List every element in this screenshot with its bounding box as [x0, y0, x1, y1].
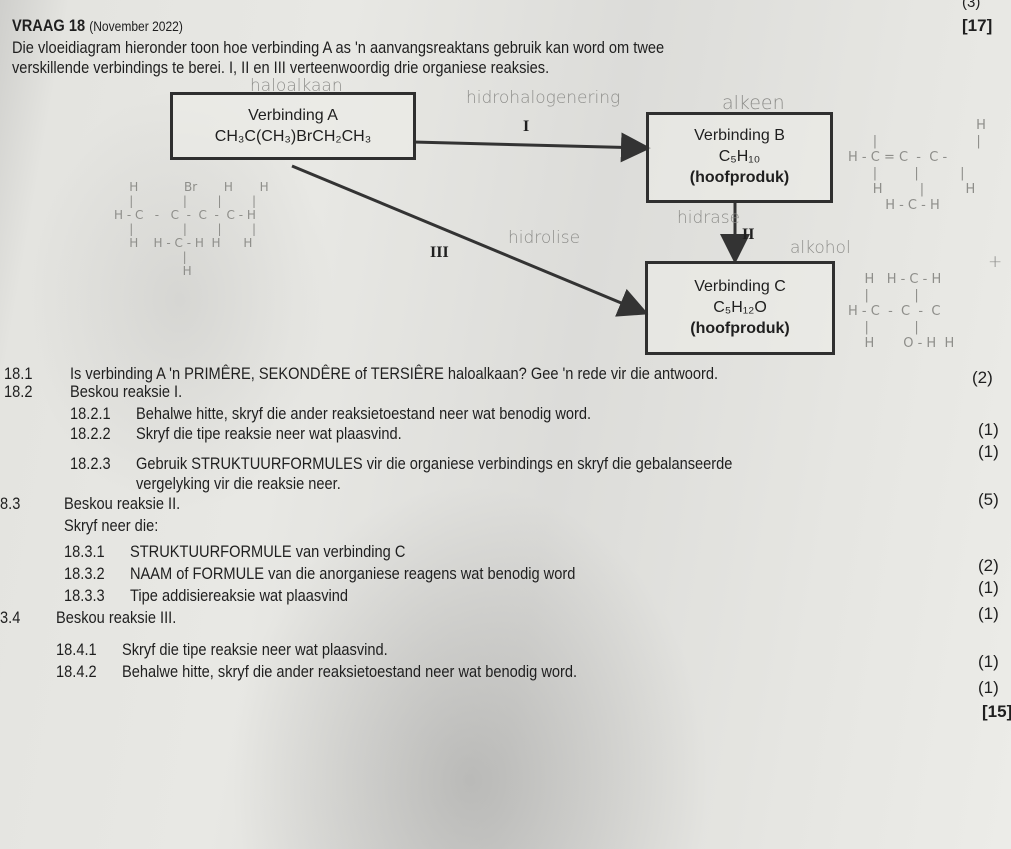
compound-a-formula: CH₃C(CH₃)BrCH₂CH₃: [214, 128, 372, 145]
question-marks: (1): [978, 604, 999, 623]
question-num: 18.2.2: [70, 424, 111, 443]
intro-line-2: verskillende verbindings te berei. I, II…: [12, 58, 550, 77]
reaction-ii-label: II: [742, 226, 755, 243]
total-marks: [17]: [962, 16, 993, 35]
compound-a-box: Verbinding A CH₃C(CH₃)BrCH₂CH₃: [170, 92, 416, 160]
question-num: 18.2: [4, 382, 33, 401]
question-marks: (1): [978, 442, 999, 461]
question-text: Gebruik STRUKTUURFORMULES vir die organi…: [136, 454, 733, 473]
handwritten-structure-b: H | | H - C = C - C - | | | H | H H - C …: [848, 118, 986, 213]
handwritten-structure-c: H H - C - H | | H - C - C - C | | H O - …: [848, 272, 955, 351]
reaction-iii-label: III: [430, 244, 449, 261]
question-num: 18.1: [4, 364, 33, 383]
question-text: Is verbinding A 'n PRIMÊRE, SEKONDÊRE of…: [70, 364, 719, 383]
handwritten-hidrolise: hidrolise: [508, 228, 581, 248]
question-marks: (1): [978, 420, 999, 439]
handwritten-haloalkaan: haloalkaan: [250, 76, 343, 96]
question-num: 18.3.1: [64, 542, 105, 561]
compound-c-box: Verbinding C C₅H₁₂O (hoofproduk): [645, 261, 835, 355]
question-marks: (1): [978, 652, 999, 671]
handwritten-alkeen: alkeen: [722, 92, 785, 114]
handwritten-alkohol: alkohol: [790, 238, 851, 258]
question-text: Beskou reaksie II.: [64, 494, 181, 513]
question-text: Skryf die tipe reaksie neer wat plaasvin…: [136, 424, 402, 443]
question-marks: (2): [978, 556, 999, 575]
question-text: Behalwe hitte, skryf die ander reaksieto…: [122, 662, 578, 681]
question-text: Beskou reaksie I.: [70, 382, 183, 401]
compound-b-box: Verbinding B C₅H₁₀ (hoofproduk): [646, 112, 833, 203]
question-date: (November 2022): [89, 18, 183, 34]
intro-line-1: Die vloeidiagram hieronder toon hoe verb…: [12, 38, 665, 57]
arrow-reaction-iii: [291, 164, 649, 317]
compound-a-label: Verbinding A: [248, 107, 338, 124]
question-marks: (2): [972, 368, 993, 387]
question-num: 8.3: [0, 494, 21, 513]
compound-c-label: Verbinding C: [694, 278, 786, 295]
question-text: STRUKTUURFORMULE van verbinding C: [130, 542, 406, 561]
question-num: 18.4.2: [56, 662, 97, 681]
question-num: 18.2.1: [70, 404, 111, 423]
compound-b-label: Verbinding B: [694, 127, 785, 144]
page-marks: (3): [962, 0, 981, 11]
question-text: Tipe addisiereaksie wat plaasvind: [130, 586, 349, 605]
question-marks: (1): [978, 578, 999, 597]
question-text: NAAM of FORMULE van die anorganiese reag…: [130, 564, 576, 583]
compound-c-formula: C₅H₁₂O: [713, 299, 767, 316]
reaction-i-label: I: [523, 118, 530, 135]
question-marks: (5): [978, 490, 999, 509]
question-marks: (1): [978, 678, 999, 697]
question-title-text: VRAAG 18: [12, 16, 86, 35]
arrow-reaction-i: [412, 132, 651, 163]
question-num: 18.3.2: [64, 564, 105, 583]
handwritten-hidrohalogenering: hidrohalogenering: [466, 88, 621, 108]
compound-b-note: (hoofproduk): [689, 169, 790, 186]
compound-c-note: (hoofproduk): [690, 320, 790, 337]
question-text: Skryf die tipe reaksie neer wat plaasvin…: [122, 640, 388, 659]
handwritten-hidrase: hidrase: [677, 208, 741, 228]
question-num: 18.4.1: [56, 640, 97, 659]
handwritten-plus: +: [988, 252, 1003, 272]
question-text: Skryf neer die:: [64, 516, 159, 535]
question-num: 18.2.3: [70, 454, 111, 473]
compound-b-formula: C₅H₁₀: [718, 148, 761, 165]
question-num: 3.4: [0, 608, 21, 627]
question-num: 18.3.3: [64, 586, 105, 605]
section-total: [15]: [982, 702, 1011, 721]
question-text: Beskou reaksie III.: [56, 608, 177, 627]
handwritten-structure-a: H Br H H | | | | H - C - C - C - C - H |…: [114, 180, 269, 278]
question-text: Behalwe hitte, skryf die ander reaksieto…: [136, 404, 592, 423]
question-title: VRAAG 18 (November 2022): [12, 16, 183, 36]
question-text-cont: vergelyking vir die reaksie neer.: [136, 474, 341, 493]
